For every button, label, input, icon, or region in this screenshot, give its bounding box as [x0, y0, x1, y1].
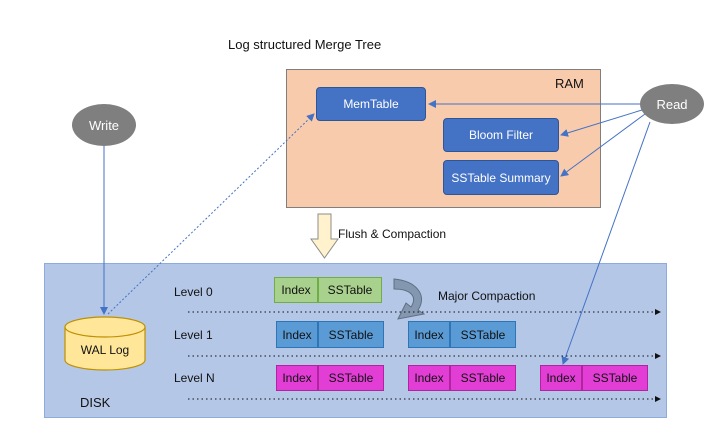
major-compaction-arrow: [393, 278, 426, 320]
level-label: Level 0: [174, 285, 213, 299]
sstable-cell: SSTable: [318, 365, 384, 391]
wal-log-label: WAL Log: [80, 343, 130, 357]
index-cell: Index: [408, 321, 450, 348]
sstable-cell: SSTable: [450, 365, 516, 391]
level-label: Level 1: [174, 328, 213, 342]
major-compaction-label: Major Compaction: [438, 289, 536, 303]
index-cell: Index: [540, 365, 582, 391]
ram-label: RAM: [555, 76, 584, 91]
read-to-summary-arrow: [560, 113, 646, 177]
index-cell: Index: [276, 321, 318, 348]
index-cell: Index: [408, 365, 450, 391]
wal-log-cylinder: [64, 316, 146, 371]
sstable-cell: SSTable: [450, 321, 516, 348]
diagram-title: Log structured Merge Tree: [228, 37, 382, 52]
flush-arrow: [310, 213, 339, 259]
flush-compaction-label: Flush & Compaction: [338, 227, 447, 241]
read-node: Read: [640, 84, 704, 124]
index-cell: Index: [276, 365, 318, 391]
sstable-summary-box: SSTable Summary: [443, 160, 559, 195]
sstable-cell: SSTable: [318, 321, 384, 348]
sstable-cell: SSTable: [582, 365, 648, 391]
read-to-leveln-arrow: [561, 121, 651, 365]
sstable-cell: SSTable: [318, 277, 382, 303]
memtable-box: MemTable: [316, 87, 426, 121]
wal-to-memtable-arrow: [107, 113, 315, 315]
write-node: Write: [72, 104, 136, 146]
index-cell: Index: [274, 277, 318, 303]
read-to-bloom-filter-arrow: [560, 109, 643, 137]
bloom-filter-box: Bloom Filter: [443, 118, 559, 152]
level-label: Level N: [174, 371, 215, 385]
disk-label: DISK: [80, 395, 111, 410]
